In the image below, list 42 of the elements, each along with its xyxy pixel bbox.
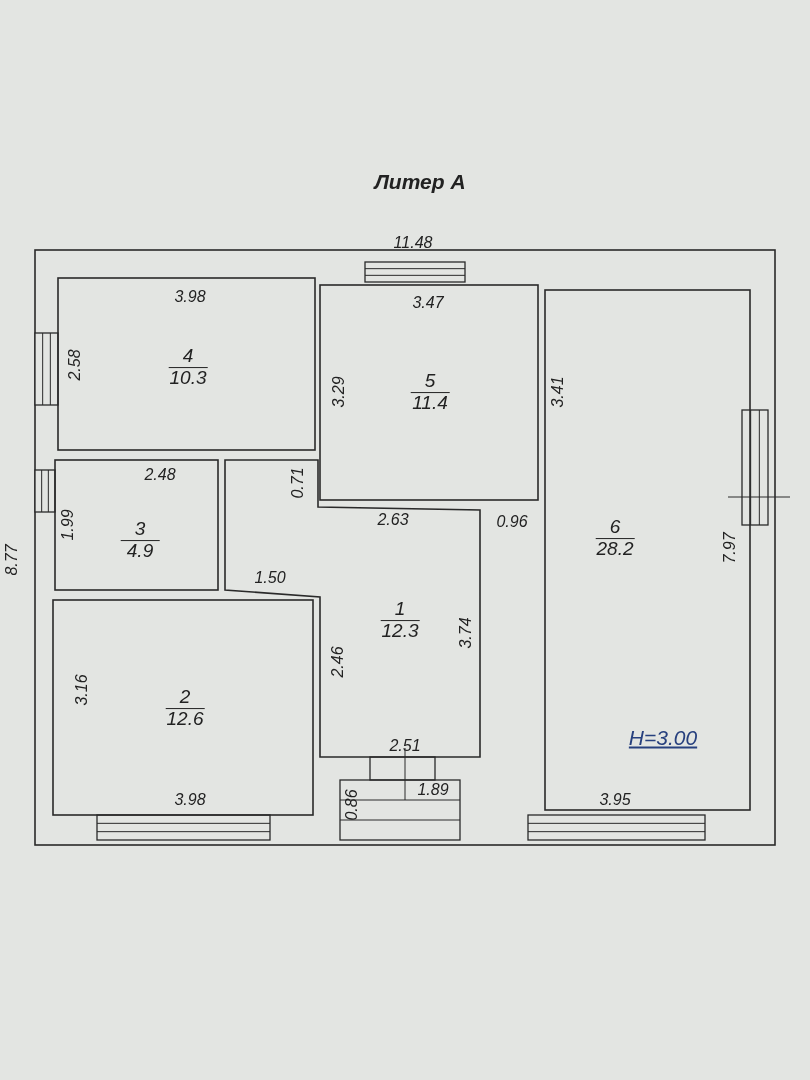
dimension-label: 1.99 xyxy=(60,509,76,541)
dimension-label: 3.29 xyxy=(331,376,347,408)
dimension-label: 3.41 xyxy=(550,376,566,408)
dimension-label: 3.16 xyxy=(74,674,90,706)
room-area: 4.9 xyxy=(126,541,154,561)
room-area: 11.4 xyxy=(412,393,448,413)
dimension-label: 2.46 xyxy=(330,646,346,678)
dimension-label: 0.96 xyxy=(496,514,528,530)
dimension-label: 11.48 xyxy=(393,235,433,251)
room-outline xyxy=(58,278,315,450)
room-area: 28.2 xyxy=(596,539,634,559)
dimension-label: 1.50 xyxy=(254,570,286,586)
room-number: 5 xyxy=(410,371,450,393)
room-number: 4 xyxy=(168,346,208,368)
dimension-label: 1.89 xyxy=(417,782,449,798)
room-number: 2 xyxy=(165,687,205,709)
dimension-label: 0.71 xyxy=(290,467,306,499)
dimension-label: 7.97 xyxy=(722,532,738,564)
room-area: 12.3 xyxy=(381,621,419,641)
dimension-label: 3.47 xyxy=(412,295,444,311)
ceiling-height-label: H=3.00 xyxy=(628,726,698,748)
room-number: 3 xyxy=(120,519,160,541)
room-outline xyxy=(545,290,750,810)
dimension-label: 2.58 xyxy=(67,349,83,381)
room-outline xyxy=(225,460,480,757)
dimension-label: 2.48 xyxy=(144,467,176,483)
room-outline xyxy=(53,600,313,815)
room-outline xyxy=(55,460,218,590)
dimension-label: 3.98 xyxy=(174,289,206,305)
dimension-label: 0.86 xyxy=(344,789,360,821)
dimension-label: 2.63 xyxy=(377,512,409,528)
room-area: 12.6 xyxy=(166,709,204,729)
dimension-label: 3.95 xyxy=(599,792,631,808)
dimension-label: 8.77 xyxy=(4,544,20,576)
room-area: 10.3 xyxy=(169,368,207,388)
dimension-label: 3.98 xyxy=(174,792,206,808)
room-number: 6 xyxy=(595,517,635,539)
plan-title: Литер А xyxy=(374,170,466,194)
dimension-label: 2.51 xyxy=(389,738,421,754)
dimension-label: 3.74 xyxy=(458,617,474,649)
room-number: 1 xyxy=(380,599,420,621)
room-outline xyxy=(320,285,538,500)
